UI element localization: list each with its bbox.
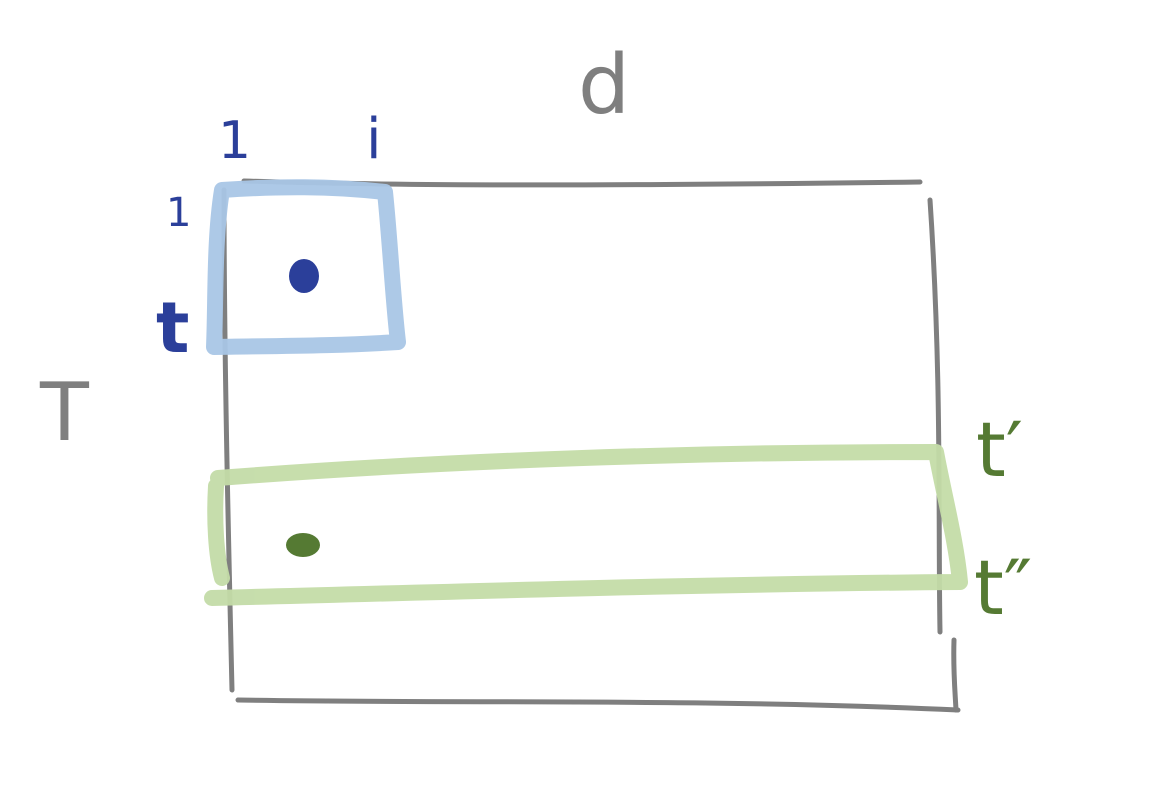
matrix-left-edge	[221, 187, 235, 693]
green-dot	[286, 533, 320, 557]
row-start-label: 1	[166, 190, 191, 236]
matrix-outline	[221, 178, 961, 713]
matrix-bottom-edge	[235, 697, 961, 713]
top-dimension-label: d	[578, 38, 630, 133]
blue-block-highlight	[206, 179, 406, 355]
column-start-label: 1	[218, 111, 251, 171]
row-t-double-prime-label: t″	[974, 543, 1032, 632]
green-row-highlight	[204, 444, 968, 606]
column-i-label: i	[366, 107, 382, 172]
left-dimension-label: T	[39, 366, 90, 459]
row-t-prime-label: t′	[976, 405, 1023, 494]
row-t-label: t	[156, 287, 189, 369]
blue-dot	[289, 259, 319, 293]
